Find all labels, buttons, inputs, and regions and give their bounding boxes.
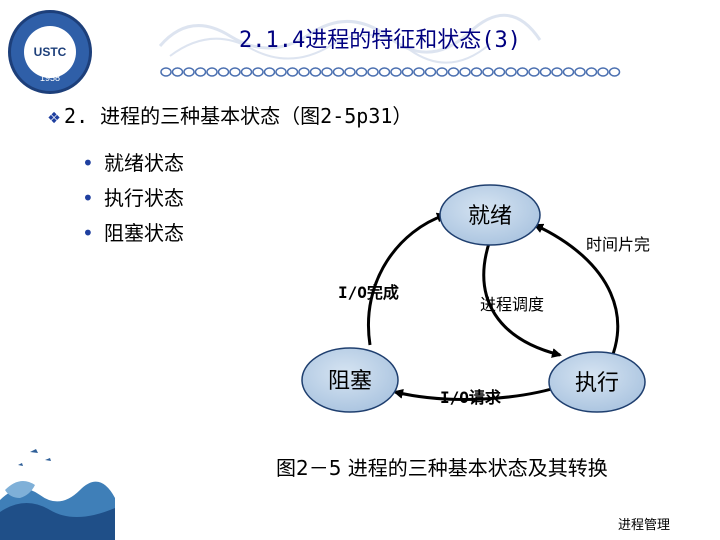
chain-link [493,67,506,77]
logo-text: USTC [24,26,76,78]
node-ready [439,184,541,246]
bullet-icon: • [82,151,94,175]
chain-link [585,67,598,77]
chain-link [229,67,241,77]
chain-link [574,67,586,77]
chain-link [608,67,621,77]
list-item-label: 执行状态 [104,186,184,210]
chain-link [344,67,356,77]
chain-link [505,67,517,77]
list-item-label: 就绪状态 [104,151,184,175]
heading-text: 2. 进程的三种基本状态（图2-5p31） [64,104,413,128]
chain-link [447,67,460,77]
chain-link [516,67,529,77]
chain-link [252,67,264,77]
chain-link [551,67,563,77]
footer-label: 进程管理 [618,518,671,533]
chain-link [378,67,391,77]
chain-link [240,67,253,77]
list-item: • 就绪状态 [82,146,184,181]
list-item: • 执行状态 [82,181,184,216]
node-running-label: 执行 [575,371,619,396]
node-blocked-label: 阻塞 [328,369,372,394]
chain-link [390,67,402,77]
chain-link [275,67,287,77]
node-running [548,351,646,413]
edge-io-request [393,383,566,401]
chain-link [562,67,575,77]
chain-link [459,67,471,77]
edge-label-schedule: 进程调度 [480,295,544,314]
chain-link [597,67,609,77]
state-list: • 就绪状态 • 执行状态 • 阻塞状态 [82,146,184,251]
node-ready-label: 就绪 [468,204,512,229]
edge-label-io-done: I/O完成 [338,283,399,302]
diamond-bullet-icon: ❖ [48,104,61,128]
bullet-icon: • [82,186,94,210]
chain-link [206,67,218,77]
chain-link [355,67,368,77]
section-heading: ❖2. 进程的三种基本状态（图2-5p31） [48,100,412,129]
slide-title: 2.1.4进程的特征和状态(3) [239,28,521,53]
bullet-icon: • [82,221,94,245]
edge-label-timeslice: 时间片完 [586,235,650,254]
chain-link [286,67,299,77]
chain-link [528,67,540,77]
chain-link [482,67,494,77]
chain-link [263,67,276,77]
chain-link [332,67,345,77]
chain-link [413,67,425,77]
chain-link [160,67,172,77]
university-logo: USTC 1958 [8,10,92,94]
chain-link [539,67,552,77]
chain-ornament [160,67,621,77]
chain-link [298,67,310,77]
edge-schedule [482,239,562,358]
title-decoration [158,14,542,64]
chain-link [183,67,195,77]
chain-link [424,67,437,77]
chain-link [470,67,483,77]
edge-label-io-request: I/O请求 [440,388,502,407]
chain-link [321,67,333,77]
edge-io-done [367,212,447,346]
chain-link [367,67,379,77]
list-item: • 阻塞状态 [82,216,184,251]
logo-year: 1958 [39,73,61,83]
node-blocked [301,347,399,413]
list-item-label: 阻塞状态 [104,221,184,245]
chain-link [309,67,322,77]
chain-link [217,67,230,77]
wave-decoration [0,440,115,540]
chain-link [401,67,414,77]
chain-link [436,67,448,77]
figure-caption: 图2－5 进程的三种基本状态及其转换 [276,456,608,480]
chain-link [171,67,184,77]
chain-link [194,67,207,77]
